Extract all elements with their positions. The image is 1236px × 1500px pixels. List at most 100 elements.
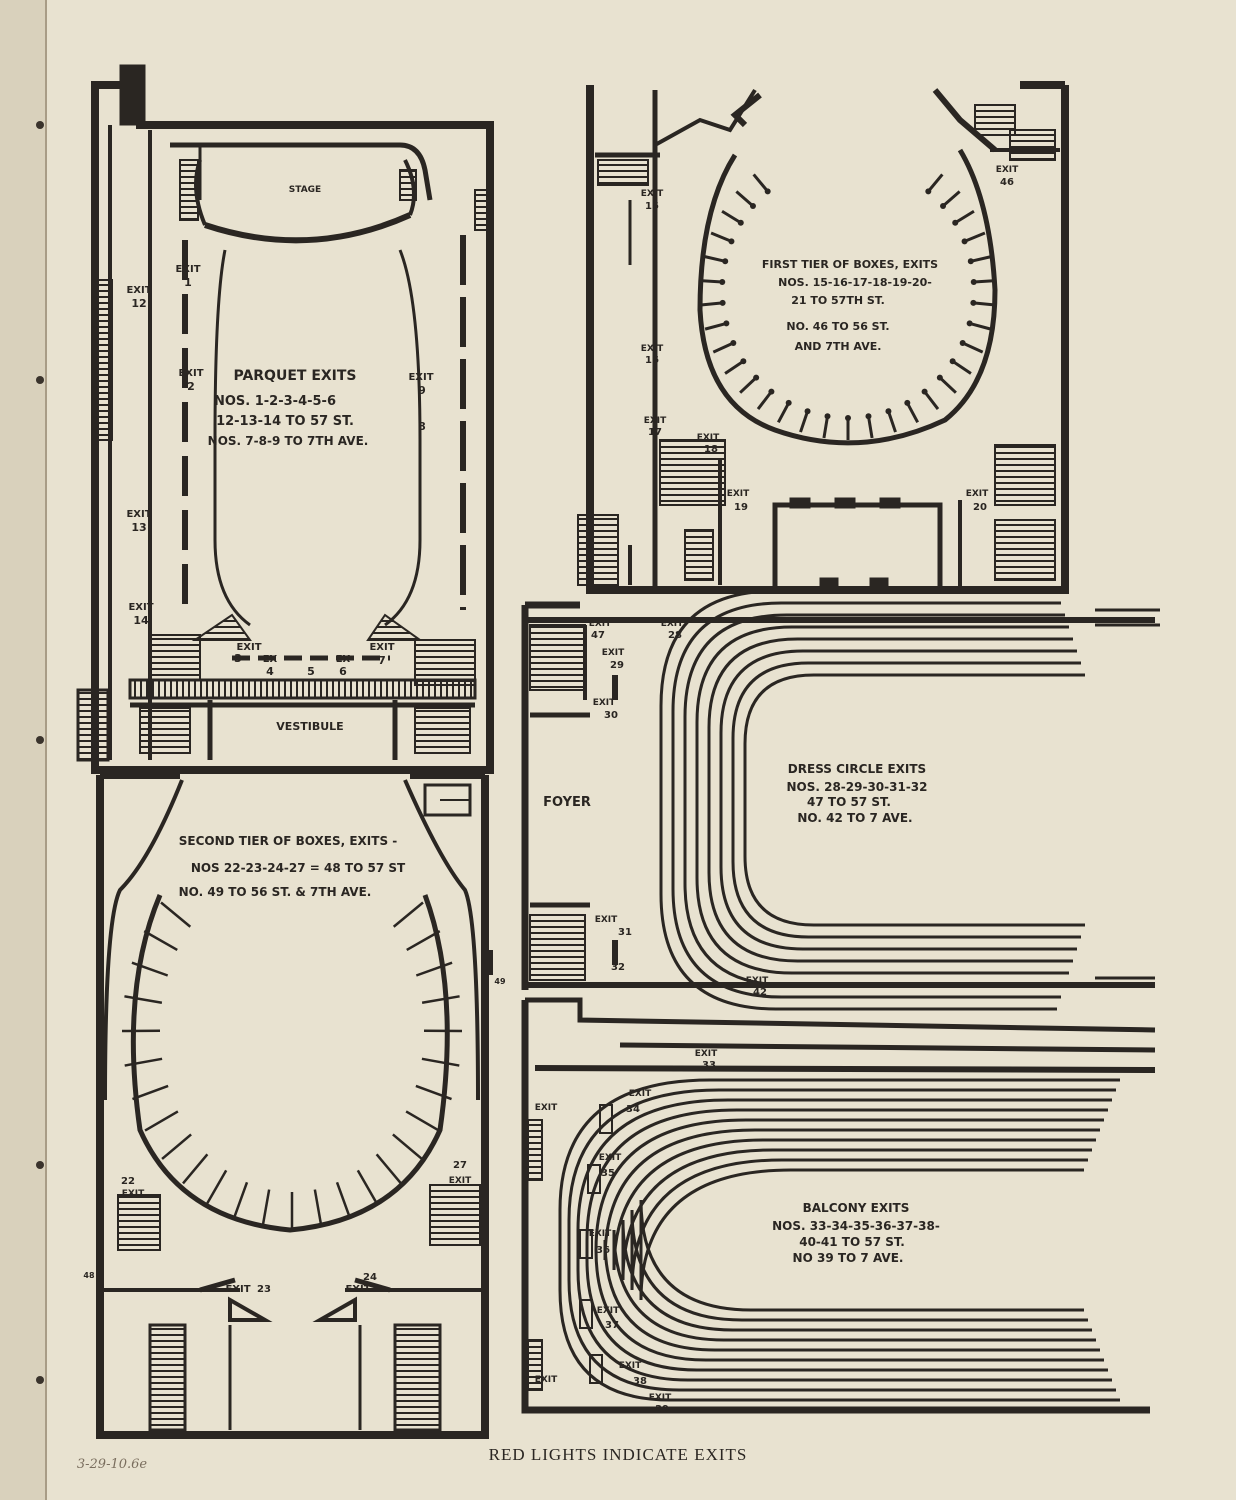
exit-number: 31 xyxy=(618,927,632,938)
exit-number: 14 xyxy=(133,614,149,627)
parquet-exit-labels: EXIT 1 EXIT 2 EXIT 3 EX 4 5 EX 6 EXIT 7 … xyxy=(126,264,433,678)
box-partition xyxy=(132,1084,169,1101)
box-partition xyxy=(970,254,993,263)
exit-word: EXIT xyxy=(644,416,667,426)
dress-circle-row xyxy=(719,649,1077,951)
balcony-row xyxy=(603,1128,1100,1352)
exit-word: EXIT xyxy=(695,1049,718,1059)
dress-circle-row xyxy=(659,589,1057,1011)
box-partition-dot xyxy=(845,415,851,421)
box-partition xyxy=(739,376,758,394)
exit-number: 29 xyxy=(610,660,624,671)
balcony-row xyxy=(585,1108,1108,1372)
exit-number: 8 xyxy=(418,420,426,433)
balcony-box xyxy=(589,1354,603,1384)
exit-number: 6 xyxy=(339,665,347,678)
box-partition-dot xyxy=(804,408,811,415)
exit-word: EXIT xyxy=(236,642,261,653)
binding-staple xyxy=(36,1161,44,1169)
vestibule-label: VESTIBULE xyxy=(276,720,343,733)
binding-staple xyxy=(36,1376,44,1384)
exit-word: EXIT xyxy=(641,189,664,199)
box-partition-dot xyxy=(730,340,737,347)
dress-circle-plan xyxy=(521,601,1160,990)
box-partition xyxy=(161,1133,192,1160)
exit-number: 32 xyxy=(611,962,625,973)
exit-number: 9 xyxy=(418,384,426,397)
binding-staple xyxy=(36,121,44,129)
exit-word: EXIT xyxy=(996,165,1019,175)
box-partition-dot xyxy=(740,358,747,365)
box-partition xyxy=(124,1057,163,1067)
box-partition-marks xyxy=(121,901,463,1230)
box-partition xyxy=(406,930,441,951)
balcony-line3: NO 39 TO 7 AVE. xyxy=(793,1251,904,1265)
first-tier-line4: AND 7TH AVE. xyxy=(795,340,882,353)
dress-circle-row xyxy=(683,613,1065,987)
exit-word: EXIT xyxy=(599,1153,622,1163)
balcony-box xyxy=(579,1229,593,1259)
box-partition xyxy=(973,301,996,307)
exit-word: EXIT xyxy=(697,433,720,443)
box-partition xyxy=(923,390,940,411)
exit-word: EXIT xyxy=(175,264,200,275)
exit-number: 20 xyxy=(973,502,987,513)
box-partition-dot xyxy=(753,374,760,381)
exit-word: EXIT xyxy=(966,489,989,499)
exit-word: EXIT xyxy=(649,1393,672,1403)
exit-word: EXIT xyxy=(589,619,612,629)
dress-circle-rows xyxy=(659,589,1085,1011)
box-partition xyxy=(703,254,726,263)
exit-word: EXIT xyxy=(449,1176,472,1186)
box-partition xyxy=(421,995,460,1004)
box-partition xyxy=(752,173,769,193)
box-partition xyxy=(704,321,727,331)
box-partition-dot xyxy=(785,399,792,406)
box-partition-dot xyxy=(865,413,872,420)
exit-number: 39 xyxy=(655,1404,669,1415)
box-partition xyxy=(144,1110,179,1132)
box-partition xyxy=(700,301,723,307)
exit-number: 3 xyxy=(234,652,242,665)
box-partition-dot xyxy=(959,340,966,347)
box-partition xyxy=(721,209,742,225)
exit-number: 38 xyxy=(633,1376,647,1387)
box-partition xyxy=(905,402,919,424)
box-partition-dot xyxy=(737,219,744,226)
first-tier-plan xyxy=(577,81,1069,594)
exit-word: EXIT xyxy=(593,698,616,708)
box-partition xyxy=(261,1189,271,1228)
exit-word: EXIT xyxy=(589,1229,612,1239)
box-partition xyxy=(777,402,791,424)
exit-word: EXIT xyxy=(345,1284,370,1295)
dress-circle-row xyxy=(707,637,1073,963)
exit-number: 46 xyxy=(1000,177,1014,188)
box-partition-dot xyxy=(885,408,892,415)
box-partition xyxy=(375,1153,402,1185)
exit-number: 1 xyxy=(184,276,192,289)
exit-word: EXIT xyxy=(535,1103,558,1113)
balcony-box xyxy=(579,1299,593,1329)
box-partition-dot xyxy=(824,413,831,420)
first-tier-line2: 21 TO 57TH ST. xyxy=(791,294,885,307)
exit-number: 28 xyxy=(668,630,682,641)
exit-word: EXIT xyxy=(619,1361,642,1371)
exit-word: EXIT xyxy=(602,648,625,658)
box-partition-dot xyxy=(904,399,911,406)
balcony-line1: NOS. 33-34-35-36-37-38- xyxy=(772,1219,940,1233)
box-partition-dot xyxy=(936,374,943,381)
box-partition xyxy=(405,1110,440,1132)
box-partition xyxy=(962,341,984,354)
exit-number: 27 xyxy=(453,1160,467,1171)
parquet-line1: NOS. 1-2-3-4-5-6 xyxy=(214,394,336,409)
box-partition-marks xyxy=(700,173,996,440)
exit-word: EXIT xyxy=(178,368,203,379)
box-partition xyxy=(131,961,169,977)
exit-word: EXIT xyxy=(408,372,433,383)
exit-number: 12 xyxy=(131,297,146,310)
footer-caption: RED LIGHTS INDICATE EXITS xyxy=(489,1445,748,1464)
exit-number: 7 xyxy=(378,654,386,667)
box-partition-dot xyxy=(952,219,959,226)
box-partition xyxy=(712,341,734,354)
